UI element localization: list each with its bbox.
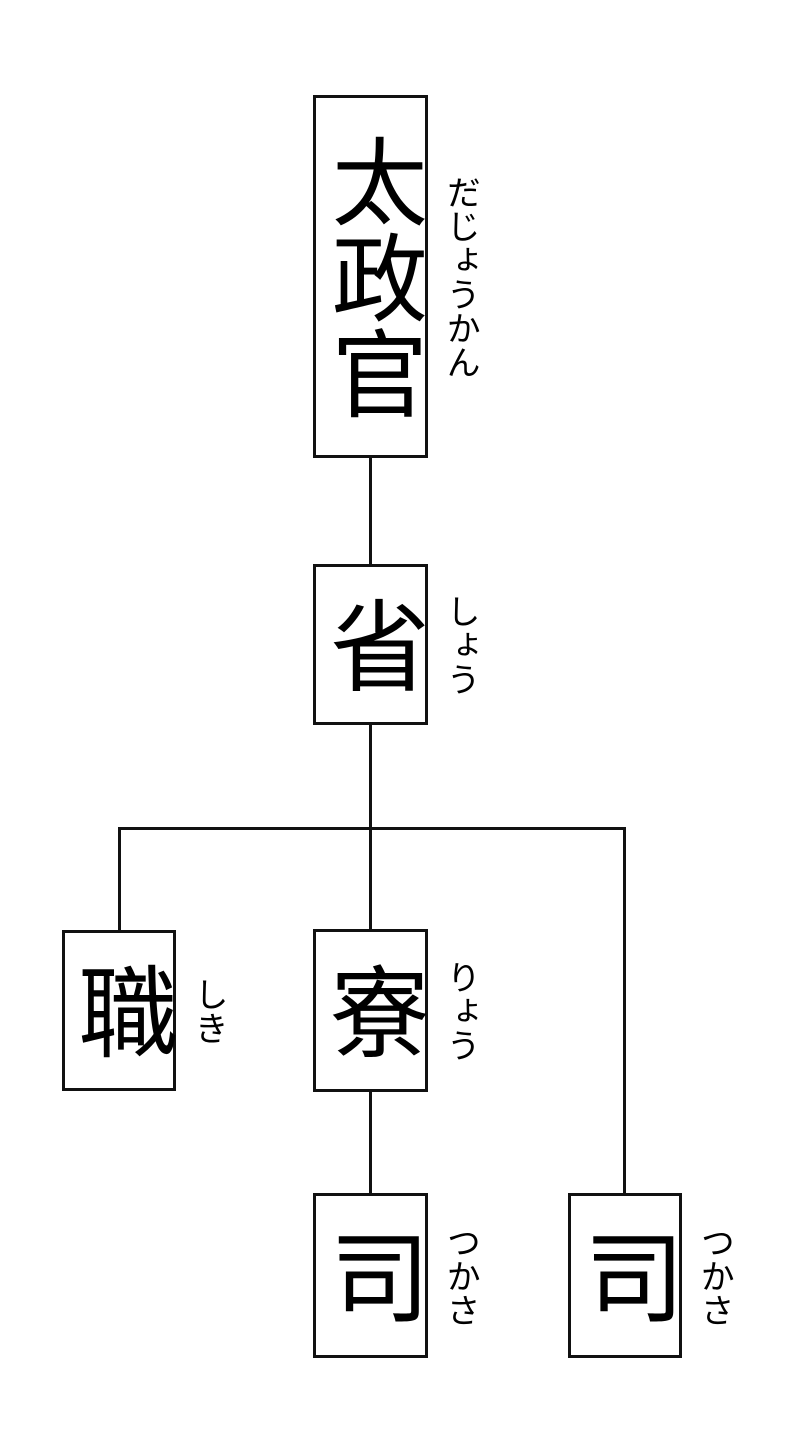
node-shiki-box: 職: [61, 930, 178, 1091]
node-daijokan: 太政官 だじょうかん: [313, 95, 480, 458]
node-ryo-box: 寮: [312, 929, 430, 1092]
node-ryo-furigana: りょう: [440, 959, 481, 1062]
node-shiki-furigana-wrap: しき: [188, 930, 229, 1091]
node-tsukasa-under-ryo-furigana-wrap: つかさ: [440, 1193, 481, 1358]
node-shiki-label: 職: [61, 960, 178, 1061]
node-shiki: 職 しき: [61, 930, 228, 1091]
connector-ryo-tsukasa: [369, 1090, 372, 1195]
node-tsukasa-under-sho-box: 司: [567, 1193, 684, 1358]
node-ryo: 寮 りょう: [312, 929, 480, 1092]
node-tsukasa-under-sho-label: 司: [567, 1225, 684, 1326]
connector-branch-tsukasa-right: [623, 827, 626, 1195]
node-tsukasa-under-ryo-box: 司: [312, 1193, 430, 1358]
node-daijokan-box: 太政官: [313, 95, 428, 458]
node-tsukasa-under-sho-furigana-wrap: つかさ: [694, 1193, 735, 1358]
node-daijokan-furigana-wrap: だじょうかん: [440, 95, 481, 458]
node-sho: 省 しょう: [312, 564, 480, 725]
node-tsukasa-under-ryo: 司 つかさ: [312, 1193, 480, 1358]
node-ryo-furigana-wrap: りょう: [440, 929, 481, 1092]
node-sho-furigana: しょう: [440, 593, 481, 696]
node-tsukasa-under-sho-furigana: つかさ: [694, 1224, 735, 1327]
node-daijokan-label: 太政官: [315, 132, 428, 421]
node-ryo-label: 寮: [312, 960, 430, 1061]
node-daijokan-furigana: だじょうかん: [440, 174, 481, 379]
node-sho-label: 省: [312, 594, 430, 695]
node-tsukasa-under-ryo-furigana: つかさ: [440, 1224, 481, 1327]
node-tsukasa-under-ryo-label: 司: [312, 1225, 430, 1326]
connector-branch-horizontal: [118, 827, 626, 830]
node-sho-box: 省: [312, 564, 430, 725]
node-tsukasa-under-sho: 司 つかさ: [567, 1193, 734, 1358]
node-sho-furigana-wrap: しょう: [440, 564, 481, 725]
connector-daijokan-sho: [369, 456, 372, 566]
node-shiki-furigana: しき: [188, 976, 229, 1045]
connector-branch-shiki: [118, 827, 121, 932]
